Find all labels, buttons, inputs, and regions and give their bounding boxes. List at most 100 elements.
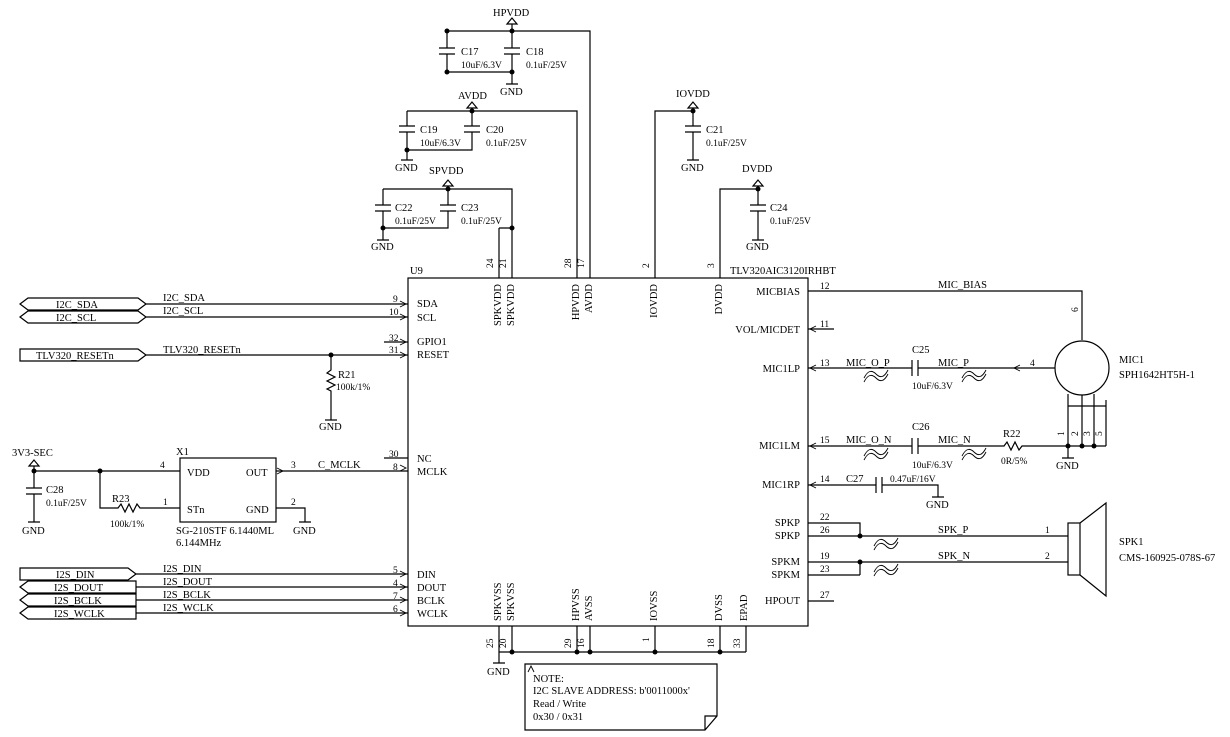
left-interface-wires: I2C_SDA I2C_SCL TLV320_RESETn I2S_DIN I2…: [19, 293, 408, 620]
c27-ref: C27: [846, 474, 864, 485]
pin-num-12: 12: [820, 282, 830, 292]
junction-dvdd: [755, 186, 761, 192]
pin-num-22: 22: [820, 513, 830, 523]
junction-gnd-655: [652, 649, 658, 655]
microphone-section: MIC_BIAS 6 MIC_O_P MIC_P C25 10uF/6.3V 4…: [808, 280, 1195, 511]
c17-ref: C17: [461, 47, 479, 58]
port-label-i2s-wclk: I2S_WCLK: [54, 609, 105, 620]
c26-value: 10uF/6.3V: [912, 461, 953, 471]
u9-body: [407, 277, 809, 627]
net-label-c-mclk: C_MCLK: [318, 460, 361, 471]
c21-value: 0.1uF/25V: [706, 139, 747, 149]
net-label-i2c-scl: I2C_SCL: [163, 306, 203, 317]
oscillator-x1: 3V3-SEC C28 0.1uF/25V GND R23 100k/1% X1…: [12, 447, 408, 549]
bottom-gnd-label: GND: [487, 667, 510, 678]
pin-name-mclk: MCLK: [417, 467, 448, 478]
c24-value: 0.1uF/25V: [770, 217, 811, 227]
pin-num-6: 6: [393, 605, 398, 615]
pin-name-bclk: BCLK: [417, 596, 445, 607]
note-line-2: I2C SLAVE ADDRESS: b'0011000x': [533, 686, 690, 697]
r23-resistor: [99, 471, 180, 514]
iovdd-net-c21: [654, 108, 701, 278]
pin-num-18: 18: [707, 638, 717, 648]
junction-spkm: [857, 559, 863, 565]
dvdd-arrow: [751, 179, 765, 187]
note-marker: [527, 664, 535, 673]
x1-pin3-num: 3: [291, 461, 296, 471]
power-3v3-arrow: [27, 459, 41, 467]
x1-pin4-num: 4: [160, 461, 165, 471]
pin-name-dvdd: DVDD: [714, 284, 725, 315]
note-line-3: Read / Write: [533, 699, 586, 710]
pin-num-11: 11: [820, 320, 829, 330]
net-label-spk-n: SPK_N: [938, 551, 971, 562]
spvdd-arrow: [441, 179, 455, 187]
c18-ref: C18: [526, 47, 544, 58]
note-box: NOTE: I2C SLAVE ADDRESS: b'0011000x' Rea…: [524, 663, 718, 731]
junction-spvdd-top: [445, 186, 451, 192]
junction-iovdd: [690, 108, 696, 114]
junction-c17-c18-gnd: [509, 69, 515, 75]
spk1-part: CMS-160925-078S-67: [1119, 553, 1215, 564]
c21-ref: C21: [706, 125, 724, 136]
hpvdd-label: HPVDD: [493, 8, 530, 19]
pin-name-spkvdd-a: SPKVDD: [493, 284, 504, 326]
net-label-mic-p: MIC_P: [938, 358, 969, 369]
mic1-symbol: [1054, 340, 1110, 396]
pin-name-dout: DOUT: [417, 583, 447, 594]
twisted-pair-icon-spkn: [873, 563, 899, 577]
pin-num-1: 1: [642, 637, 652, 642]
c27-value: 0.47uF/16V: [890, 475, 936, 485]
junction-gnd-720: [717, 649, 723, 655]
c22-value: 0.1uF/25V: [395, 217, 436, 227]
c28-gnd-label: GND: [22, 526, 45, 537]
spk1-ref: SPK1: [1119, 537, 1144, 548]
pin-name-avdd: AVDD: [584, 284, 595, 313]
junction-gnd-590: [587, 649, 593, 655]
pin-name-mic1lp: MIC1LP: [763, 364, 801, 375]
note-line-4: 0x30 / 0x31: [533, 712, 583, 723]
pin-name-micbias: MICBIAS: [756, 287, 800, 298]
x1-pin1-num: 1: [163, 498, 168, 508]
spk1-pin1-num: 1: [1045, 526, 1050, 536]
net-label-mic-bias: MIC_BIAS: [938, 280, 987, 291]
gnd-bus-wires: [493, 626, 747, 664]
x1-gnd-label: GND: [293, 526, 316, 537]
x1-pin-stn: STn: [187, 505, 205, 516]
pin-name-mic1lm: MIC1LM: [759, 441, 801, 452]
c25-value: 10uF/6.3V: [912, 382, 953, 392]
x1-pin2-num: 2: [291, 498, 296, 508]
c20-ref: C20: [486, 125, 504, 136]
junction-hpvdd-top: [509, 28, 515, 34]
c19-ref: C19: [420, 125, 438, 136]
port-label-i2s-din: I2S_DIN: [56, 570, 95, 581]
port-label-i2c-sda: I2C_SDA: [56, 300, 98, 311]
c28-value: 0.1uF/25V: [46, 499, 87, 509]
c28-ref: C28: [46, 485, 64, 496]
pin-num-10: 10: [389, 308, 399, 318]
pin-name-spkp-a: SPKP: [775, 518, 800, 529]
junction-avdd-top: [469, 108, 475, 114]
port-label-i2s-dout: I2S_DOUT: [54, 583, 104, 594]
spvdd-label: SPVDD: [429, 166, 464, 177]
x1-out-arrow: [276, 467, 285, 475]
u9-ref: U9: [410, 266, 423, 277]
x1-gnd-wire: [276, 507, 311, 523]
mic1-ref: MIC1: [1119, 355, 1144, 366]
pin-num-14: 14: [820, 475, 830, 485]
left-signal-wires: [136, 303, 408, 614]
c17-value: 10uF/6.3V: [461, 61, 502, 71]
c24-gnd-label: GND: [746, 242, 769, 253]
net-label-i2c-sda: I2C_SDA: [163, 293, 205, 304]
pin-num-8: 8: [393, 463, 398, 473]
twisted-pair-icon-p2: [961, 369, 987, 383]
port-label-i2s-bclk: I2S_BCLK: [54, 596, 102, 607]
net-label-i2s-din: I2S_DIN: [163, 564, 202, 575]
pin-num-7: 7: [393, 592, 398, 602]
pin-num-25: 25: [486, 638, 496, 648]
port-label-reset: TLV320_RESETn: [36, 351, 115, 362]
c23-ref: C23: [461, 203, 479, 214]
pin-num-17: 17: [577, 258, 587, 268]
pin-name-dvss: DVSS: [714, 594, 725, 621]
